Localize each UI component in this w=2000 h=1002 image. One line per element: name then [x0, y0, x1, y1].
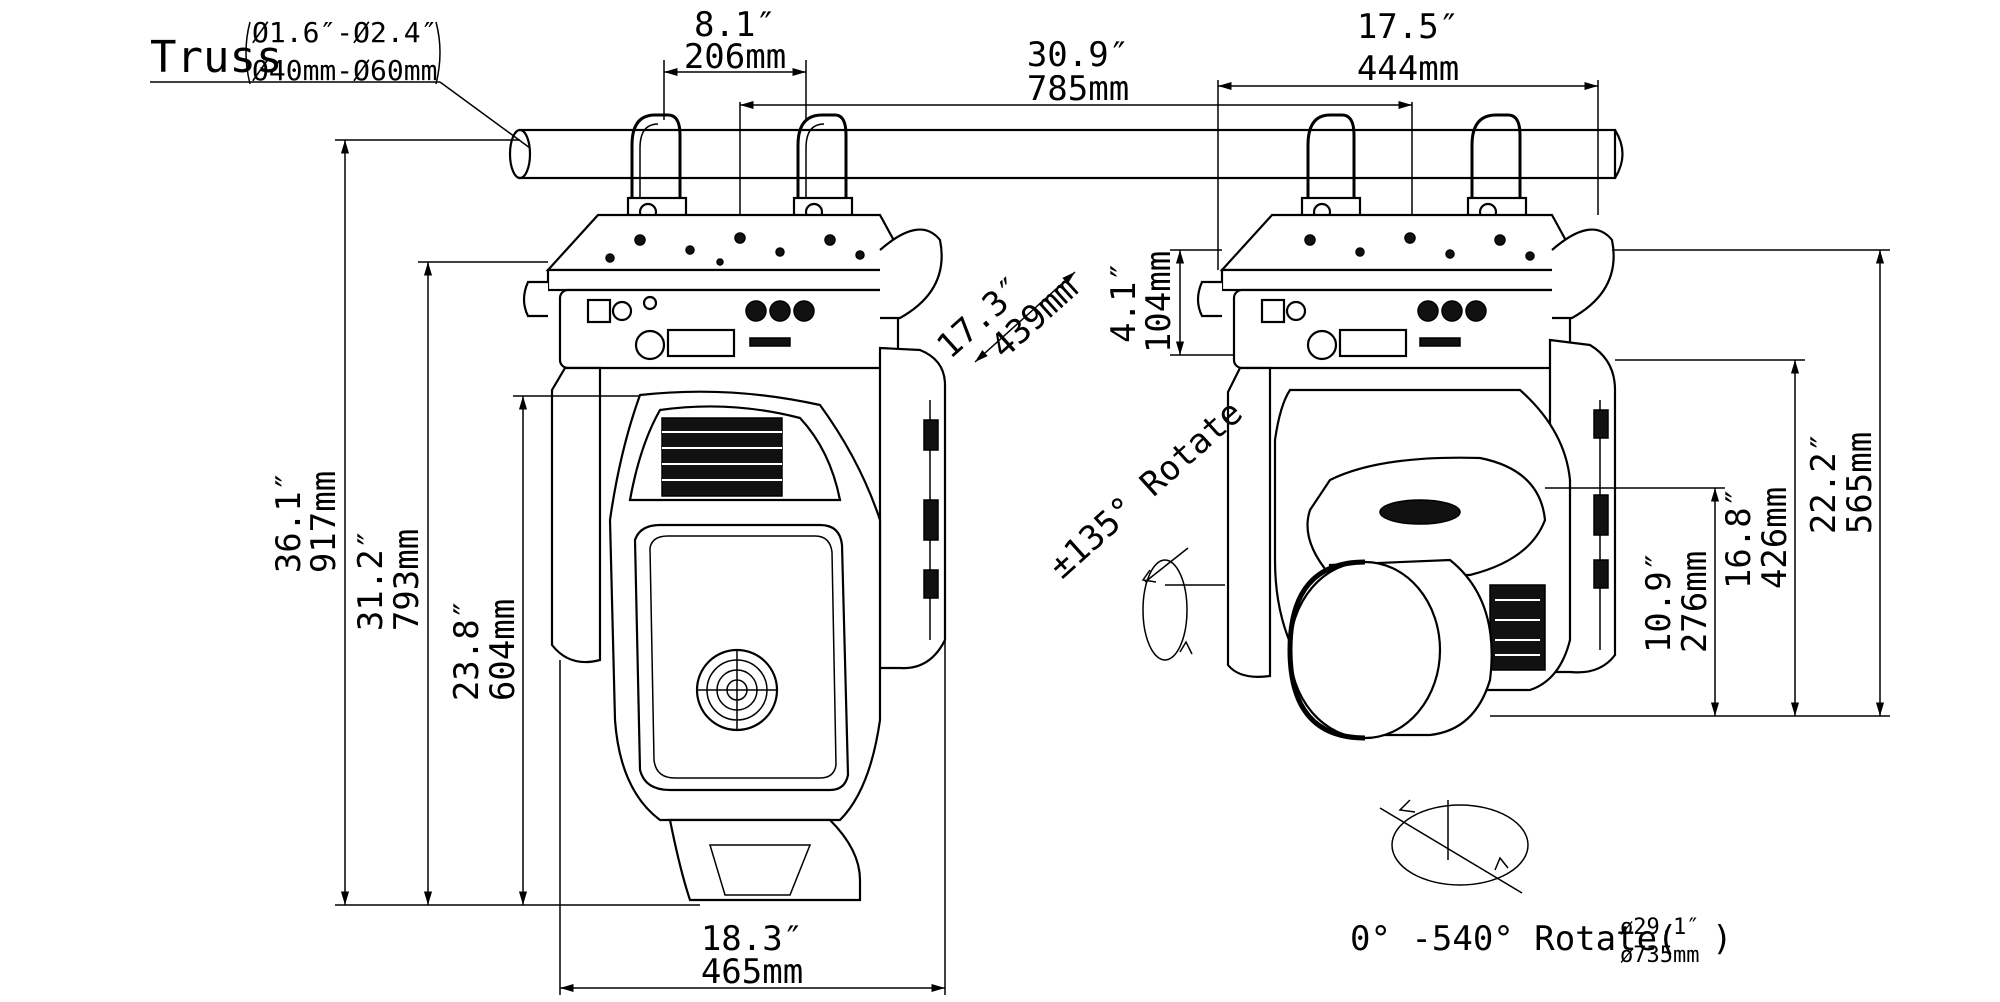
- dim-clamp-spacing-in: 8.1″: [694, 5, 776, 45]
- pan-diameter-mm: ø735mm: [1620, 943, 1699, 968]
- pan-rotation-symbol: [1379, 799, 1529, 894]
- dim-side-width-mm: 444mm: [1357, 49, 1459, 89]
- pan-diameter-in: ø29.1″: [1620, 915, 1699, 940]
- truss-paren-open: [245, 21, 251, 85]
- dim-head-height: 23.8″ 604mm: [447, 395, 640, 905]
- dim-clamp-spacing: 8.1″ 206mm: [663, 5, 807, 120]
- tilt-rotate-label: ±135° Rotate: [1041, 393, 1250, 587]
- truss-label: Truss: [150, 32, 282, 83]
- dim-lens-height: 10.9″ 276mm: [1490, 487, 1725, 717]
- dim-below-truss-mm: 793mm: [387, 529, 427, 631]
- truss-leader-line: [439, 81, 531, 149]
- dim-base-height-in: 4.1″: [1104, 261, 1144, 343]
- front-fan-icon: [695, 648, 779, 732]
- dim-side-height-in: 22.2″: [1804, 432, 1844, 534]
- dim-base-width: 30.9″ 785mm: [739, 35, 1413, 215]
- dim-base-width-mm: 785mm: [1027, 69, 1129, 109]
- dim-yoke-height-mm: 426mm: [1755, 487, 1795, 589]
- dim-bottom-width-in: 18.3″: [701, 919, 803, 959]
- side-view-fixture: [1196, 113, 1617, 741]
- dim-side-width-in: 17.5″: [1357, 7, 1459, 47]
- dim-yoke-height: 16.8″ 426mm: [1615, 359, 1805, 717]
- dim-total-height-mm: 917mm: [304, 471, 344, 573]
- dim-side-height-mm: 565mm: [1840, 432, 1880, 534]
- side-lens-barrel: [1287, 558, 1493, 741]
- pan-rotate-close-paren: ): [1712, 919, 1732, 959]
- dim-yoke-height-in: 16.8″: [1719, 487, 1759, 589]
- dim-lens-height-in: 10.9″: [1639, 551, 1679, 653]
- dim-side-width: 17.5″ 444mm: [1217, 7, 1599, 270]
- dim-head-height-in: 23.8″: [447, 599, 487, 701]
- tilt-rotation-symbol: [1141, 547, 1225, 661]
- dim-height-below-truss: 31.2″ 793mm: [351, 261, 548, 905]
- truss-paren-close: [435, 21, 441, 85]
- dim-head-height-mm: 604mm: [483, 599, 523, 701]
- dim-total-height: 36.1″ 917mm: [269, 139, 700, 906]
- dim-base-height-mm: 104mm: [1139, 251, 1179, 353]
- dim-base-depth-diagonal: 17.3″ 439mm: [929, 268, 1086, 366]
- truss-range-in: Ø1.6″-Ø2.4″: [252, 16, 437, 49]
- dim-clamp-spacing-mm: 206mm: [684, 37, 786, 77]
- pan-rotate-label: 0° -540° Rotate(: [1350, 919, 1678, 959]
- dim-base-height: 4.1″ 104mm: [1104, 249, 1234, 356]
- dim-total-height-in: 36.1″: [269, 471, 309, 573]
- dim-lens-height-mm: 276mm: [1675, 551, 1715, 653]
- truss-range-mm: Ø40mm-Ø60mm: [252, 54, 437, 87]
- dim-bottom-width: 18.3″ 465mm: [559, 640, 946, 995]
- dim-side-height: 22.2″ 565mm: [1612, 249, 1890, 717]
- dim-base-width-in: 30.9″: [1027, 35, 1129, 75]
- front-view-fixture: [522, 113, 947, 902]
- dim-below-truss-in: 31.2″: [351, 529, 391, 631]
- dim-bottom-width-mm: 465mm: [701, 952, 803, 992]
- truss-pipe: [508, 128, 1624, 180]
